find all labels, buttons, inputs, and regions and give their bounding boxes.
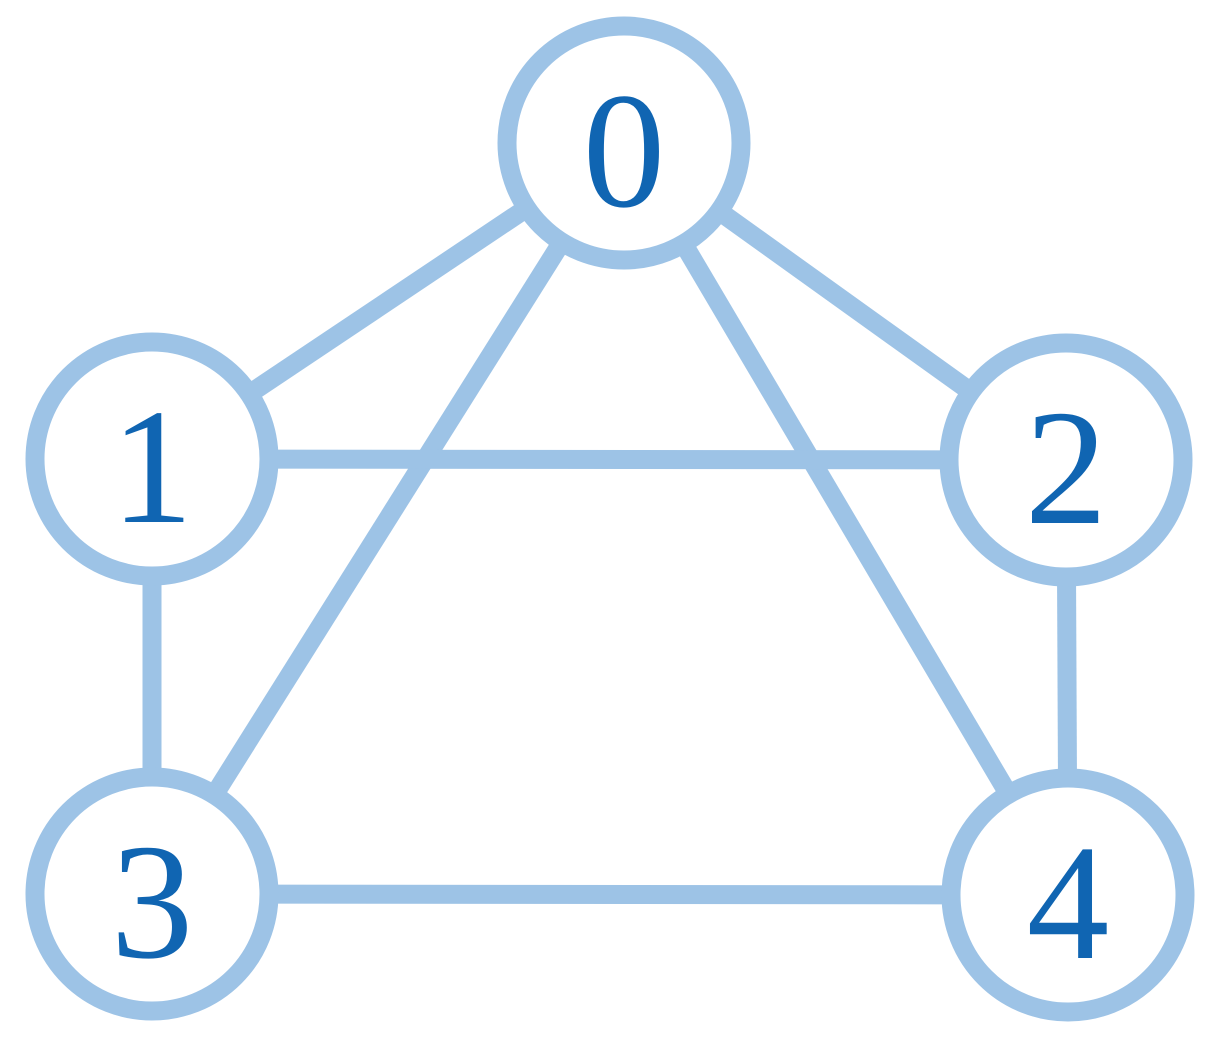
node-4: 4 <box>941 768 1195 1022</box>
node-label-4: 4 <box>1027 811 1110 994</box>
node-1: 1 <box>25 332 279 586</box>
node-0: 0 <box>497 16 751 270</box>
edge-0-4 <box>615 138 1077 900</box>
node-label-0: 0 <box>583 59 666 242</box>
edge-3-4 <box>151 884 1069 905</box>
node-label-3: 3 <box>111 810 194 993</box>
node-circle-0 <box>497 16 751 270</box>
edge-0-3 <box>143 137 633 900</box>
node-circle-1 <box>25 332 279 586</box>
node-circle-4 <box>941 768 1195 1022</box>
node-3: 3 <box>25 767 279 1021</box>
node-circle-3 <box>25 767 279 1021</box>
node-circle-2 <box>939 333 1193 587</box>
edge-1-2 <box>151 449 1067 470</box>
node-label-1: 1 <box>111 375 194 558</box>
node-label-2: 2 <box>1025 376 1108 559</box>
node-2: 2 <box>939 333 1193 587</box>
